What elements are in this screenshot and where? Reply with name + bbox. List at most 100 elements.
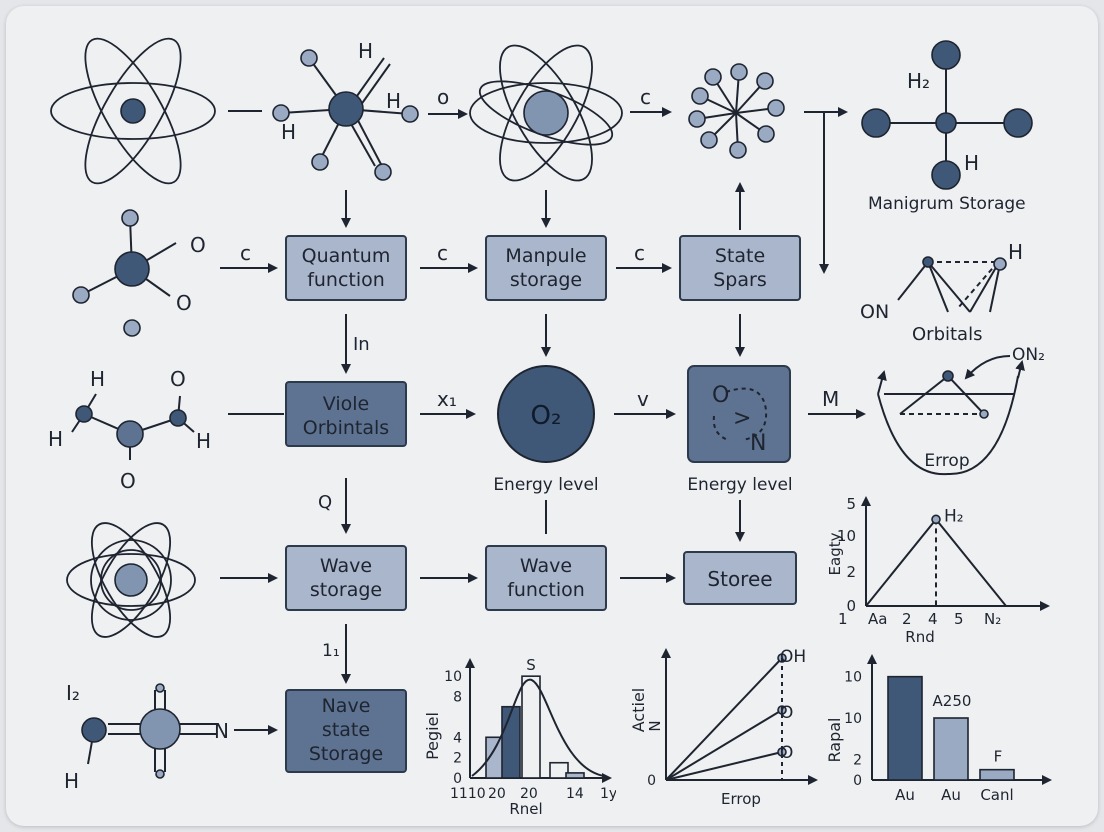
- box-wave-storage[interactable]: Wave storage: [285, 545, 407, 611]
- peak-label: S: [526, 656, 536, 674]
- arrow-label-in: In: [353, 334, 370, 355]
- end-label: O: [780, 703, 793, 723]
- caption-energy-level: Energy level: [687, 475, 792, 495]
- box-label: Orbintals: [303, 417, 389, 439]
- bar: [549, 761, 569, 779]
- y-tick-label: 5: [846, 495, 856, 513]
- atom-label-n: N: [214, 719, 229, 743]
- peak-label: H₂: [944, 506, 964, 526]
- bar-label: F: [994, 748, 1003, 766]
- y-axis-label: Rapal: [825, 718, 844, 763]
- x-axis-label: Rnd: [905, 628, 934, 646]
- x-tick-label: Au: [895, 786, 915, 804]
- series-line: [665, 657, 783, 781]
- state-node[interactable]: O > N: [687, 365, 791, 463]
- atom-orbital-icon-1: [50, 37, 216, 185]
- atom-label-h: H: [48, 427, 63, 451]
- arrow-label-c: c: [640, 85, 651, 109]
- molecule-icon-hooh: [71, 393, 195, 460]
- series-line: [665, 709, 783, 781]
- x-tick-label: 20: [520, 786, 538, 802]
- y-tick-label: 0: [846, 597, 856, 615]
- box-wave-function[interactable]: Wave function: [485, 545, 607, 611]
- arrow-label-c: c: [634, 241, 645, 265]
- x-tick-label: Au: [941, 786, 961, 804]
- box-label: Storage: [309, 743, 383, 765]
- y-tick-label: 10: [844, 670, 862, 686]
- caption-manigrum-storage: Manigrum Storage: [868, 194, 1026, 214]
- caption-errop: Errop: [924, 451, 969, 471]
- x-tick-label: 4: [928, 610, 938, 628]
- atom-label-i2: I₂: [66, 681, 80, 705]
- atom-label-h: H: [386, 89, 401, 113]
- box-label: Storee: [707, 567, 772, 591]
- x-tick-label: 1y: [600, 786, 617, 802]
- data-point: [931, 514, 941, 525]
- box-label: state: [322, 719, 370, 741]
- box-label: function: [307, 269, 385, 291]
- x-tick-label: 2: [902, 610, 912, 628]
- y-tick-label: 0: [647, 773, 656, 789]
- box-storee[interactable]: Storee: [683, 551, 797, 605]
- box-quantum-function[interactable]: Quantum function: [285, 235, 407, 301]
- y-tick-label: 0: [853, 773, 862, 789]
- x-tick-label: 1: [838, 610, 848, 628]
- molecule-icon-water-branch: [72, 209, 177, 337]
- box-label: Nave: [322, 695, 371, 717]
- atom-orbital-icon-2: [469, 44, 623, 182]
- box-label: State: [715, 245, 765, 267]
- atom-label-h: H: [964, 151, 979, 175]
- arrow-label-o: o: [437, 85, 449, 109]
- atom-label-o: O: [120, 469, 136, 493]
- bar: [501, 705, 521, 779]
- state-label-gt: >: [733, 406, 751, 431]
- bar: [979, 768, 1015, 781]
- caption-energy-level: Energy level: [493, 475, 598, 495]
- end-label: OH: [780, 647, 806, 667]
- y-tick-label: 0: [453, 771, 462, 787]
- atom-label-h: H: [281, 120, 296, 144]
- bar: [933, 717, 969, 781]
- y-tick-label: 10: [837, 527, 856, 545]
- label-on2: ON₂: [1012, 345, 1045, 365]
- atom-label-h: H: [196, 429, 211, 453]
- box-label: Viole: [323, 393, 369, 415]
- box-manpule-storage[interactable]: Manpule storage: [485, 235, 607, 301]
- state-label-o: O: [712, 383, 729, 408]
- y-tick-label: 2: [853, 752, 862, 768]
- state-label-n: N: [750, 431, 766, 456]
- arrow-label-m: M: [822, 387, 839, 411]
- x-tick-label: Canl: [980, 786, 1013, 804]
- y-axis-label-2: N: [646, 720, 664, 731]
- o2-node[interactable]: O₂: [497, 365, 595, 463]
- bar: [887, 675, 923, 781]
- box-state-spars[interactable]: State Spars: [679, 235, 801, 301]
- y-tick-label: 10: [844, 711, 862, 727]
- x-tick-label: 1110: [450, 786, 486, 802]
- atom-orbital-icon-3: [66, 522, 196, 638]
- cluster-molecule-icon: [688, 63, 785, 159]
- linear-molecule-icon: [861, 40, 1033, 190]
- atom-label-h: H: [358, 39, 373, 63]
- atom-label-on: ON: [860, 301, 889, 323]
- box-label: storage: [510, 269, 582, 291]
- box-label: Wave: [320, 555, 372, 577]
- box-label: function: [507, 579, 585, 601]
- atom-label-h2: H₂: [907, 69, 930, 93]
- arrow-label-one: 1₁: [322, 641, 340, 661]
- orbitals-diagram-icon: [897, 256, 1007, 313]
- box-viole-orbintals[interactable]: Viole Orbintals: [285, 381, 407, 447]
- x-tick-label: Aa: [868, 610, 887, 628]
- arrow-label-x1: x₁: [437, 387, 457, 411]
- box-label: Manpule: [505, 245, 586, 267]
- y-tick-label: 8: [453, 690, 462, 706]
- box-nave-state-storage[interactable]: Nave state Storage: [285, 689, 407, 773]
- o2-label: O₂: [531, 401, 562, 431]
- y-tick-label: 2: [846, 563, 856, 581]
- molecule-icon-ch4: [272, 49, 419, 181]
- box-label: Quantum: [302, 245, 391, 267]
